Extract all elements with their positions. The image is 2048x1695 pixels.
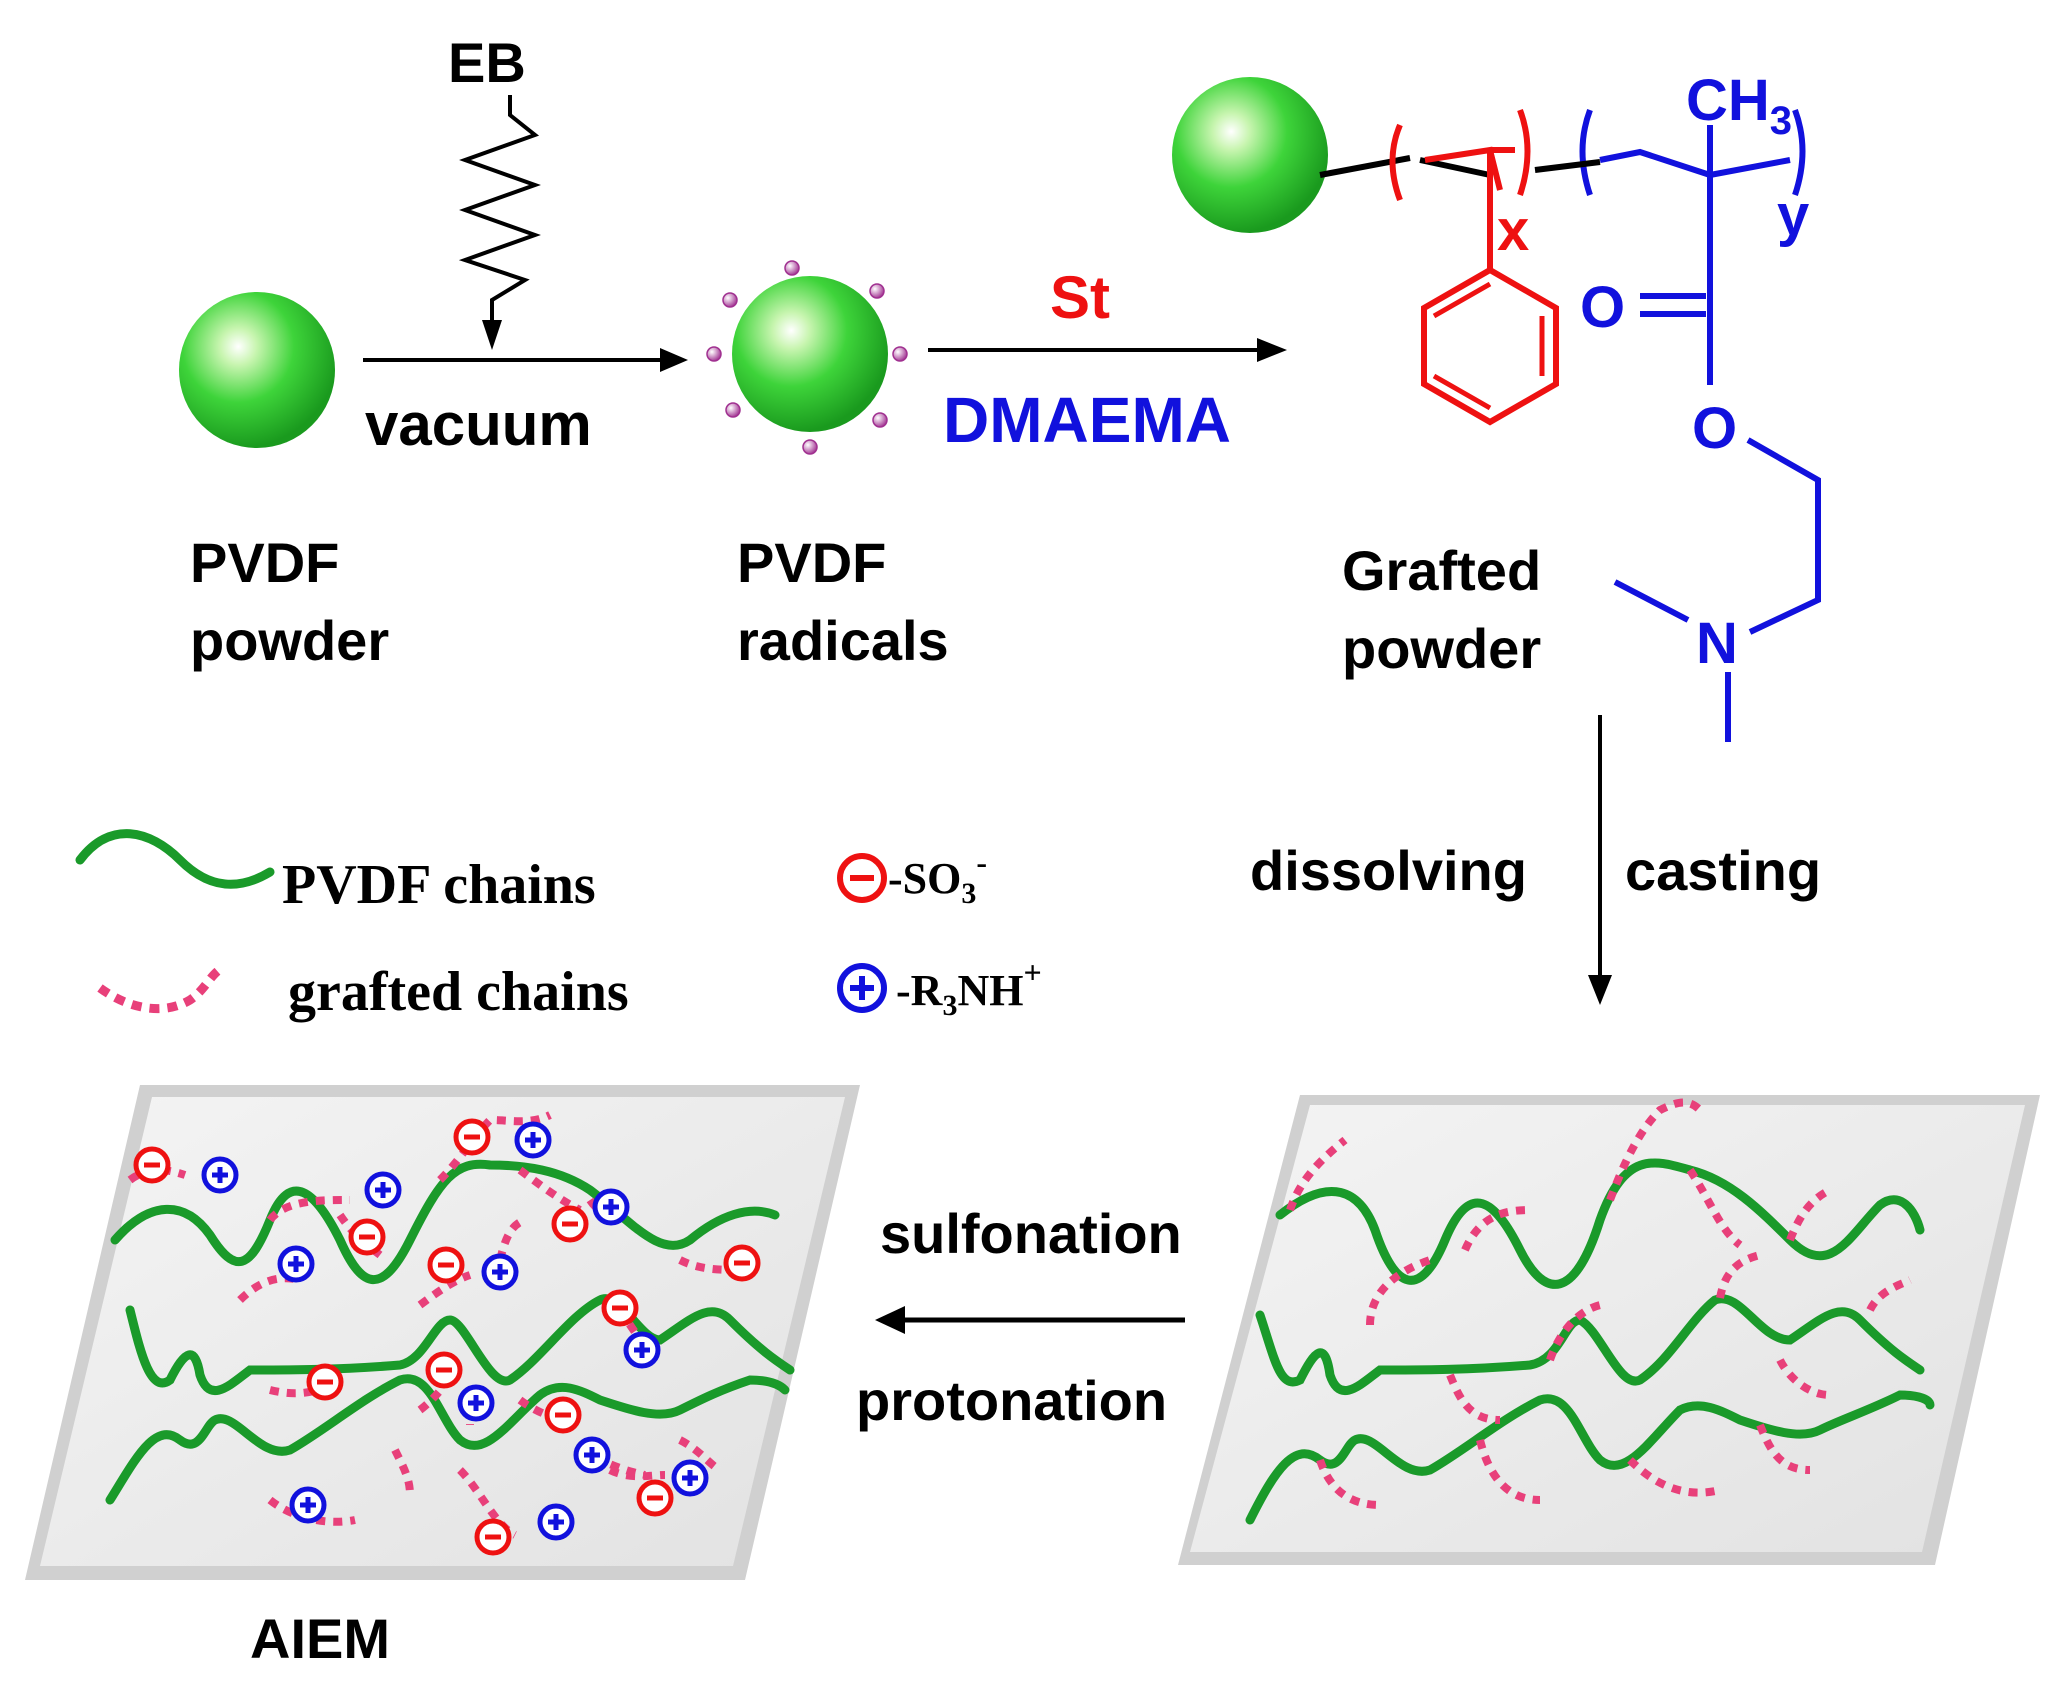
pvdf-powder-label-line2: powder (190, 609, 389, 672)
aiem-membrane (25, 1085, 860, 1580)
ch3-label: CH3 (1686, 68, 1792, 143)
eb-arrowhead (482, 320, 502, 350)
eb-zigzag-arrow (458, 95, 541, 330)
grafted-structure: x CH3 y O O N (1172, 68, 1821, 742)
grafted-sphere (1172, 77, 1328, 233)
sulfonation-label: sulfonation (880, 1202, 1182, 1265)
vacuum-label: vacuum (365, 391, 592, 458)
legend-pvdf-chain-swatch (75, 829, 275, 889)
amine-n: N (1696, 611, 1738, 676)
casting-label: casting (1625, 839, 1821, 902)
legend-sulfonate-label: -SO3- (888, 844, 987, 910)
ester-o: O (1692, 396, 1737, 461)
grafted-powder-label-line1: Grafted (1342, 539, 1541, 602)
dissolving-label: dissolving (1250, 839, 1527, 902)
legend-pvdf-chains-label: PVDF chains (282, 854, 596, 916)
pvdf-radicals-label-line2: radicals (737, 609, 949, 672)
st-label: St (1050, 264, 1110, 331)
casting-arrowhead (1588, 975, 1612, 1005)
pvdf-radicals-label-line1: PVDF (737, 531, 886, 594)
legend: PVDF chains grafted chains -SO3- -R3NH+ (75, 829, 1042, 1023)
aiem-label: AIEM (250, 1607, 390, 1670)
pvdf-radicals-sphere (706, 260, 908, 455)
vacuum-arrowhead (660, 348, 688, 372)
grafted-powder-label-line2: powder (1342, 617, 1541, 680)
grafting-arrowhead (1257, 338, 1287, 362)
protonation-label: protonation (856, 1369, 1167, 1432)
pvdf-powder-sphere (179, 292, 335, 448)
eb-label: EB (448, 31, 526, 94)
y-subscript: y (1777, 183, 1809, 248)
sulfonation-arrowhead (875, 1306, 905, 1334)
x-subscript: x (1497, 198, 1529, 263)
carbonyl-o: O (1580, 275, 1625, 340)
cast-membrane (1178, 1095, 2040, 1565)
legend-sulfonate-symbol (837, 853, 887, 903)
legend-ammonium-label: -R3NH+ (896, 954, 1042, 1022)
legend-grafted-chain-swatch (97, 964, 225, 1014)
pvdf-powder-label-line1: PVDF (190, 531, 339, 594)
legend-grafted-chains-label: grafted chains (288, 961, 629, 1023)
legend-ammonium-symbol (837, 963, 887, 1013)
dmaema-label: DMAEMA (943, 384, 1231, 456)
